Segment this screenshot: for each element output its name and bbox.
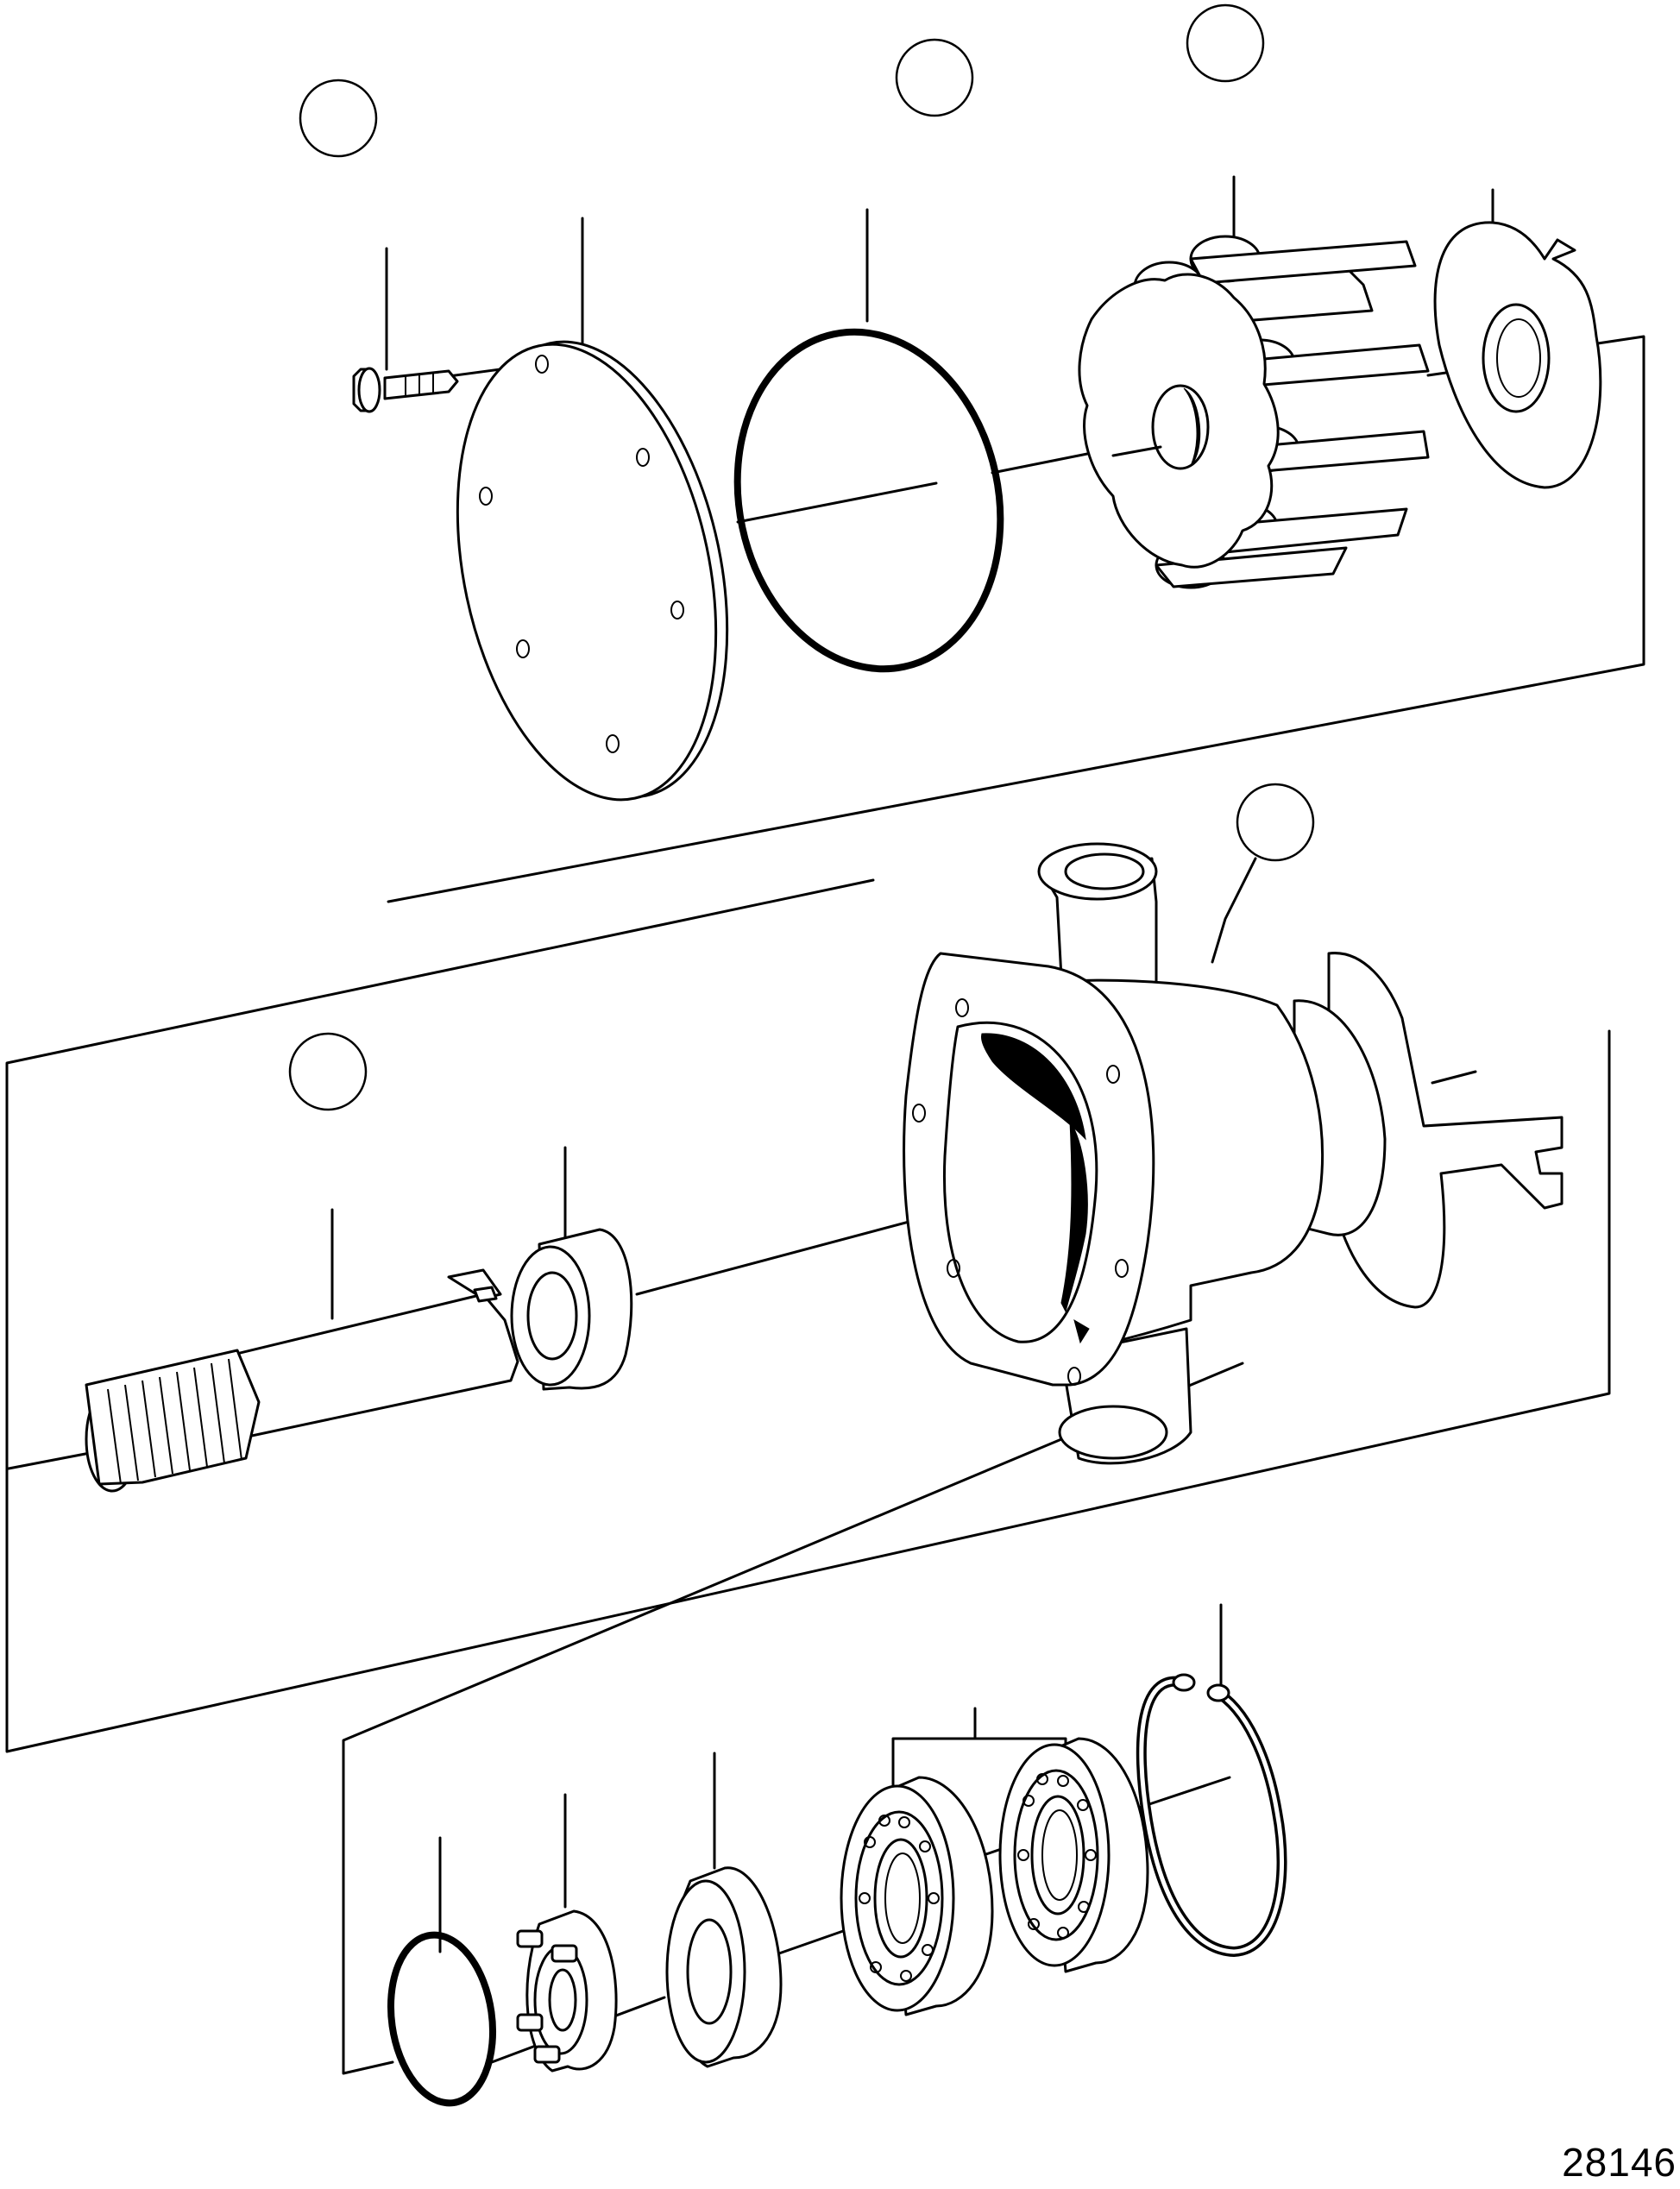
impeller: [1079, 236, 1428, 588]
wear-plate: [1435, 223, 1601, 487]
reference-bubble: [1237, 784, 1313, 860]
ball-bearing: [1000, 1739, 1148, 1972]
pump-housing: [904, 844, 1562, 1463]
circlip: [1142, 1675, 1282, 1952]
shaft-seal: [512, 1230, 632, 1389]
o-ring: [707, 307, 1030, 694]
figure-reference-number: 28146: [1562, 2140, 1677, 2185]
shaft: [86, 1270, 518, 1491]
o-ring-small: [381, 1928, 503, 2110]
seal-retainer: [518, 1911, 616, 2071]
bottom-group-frame: [343, 1363, 1243, 2073]
middle-group-frame: [7, 880, 1609, 1752]
bolt: [354, 368, 457, 412]
reference-bubble: [897, 40, 972, 116]
ball-bearing: [841, 1777, 992, 2015]
reference-bubble: [1187, 5, 1263, 81]
seal-ring: [667, 1868, 781, 2066]
reference-bubble: [290, 1034, 366, 1110]
cover-plate: [418, 318, 765, 823]
reference-bubble: [300, 80, 376, 156]
